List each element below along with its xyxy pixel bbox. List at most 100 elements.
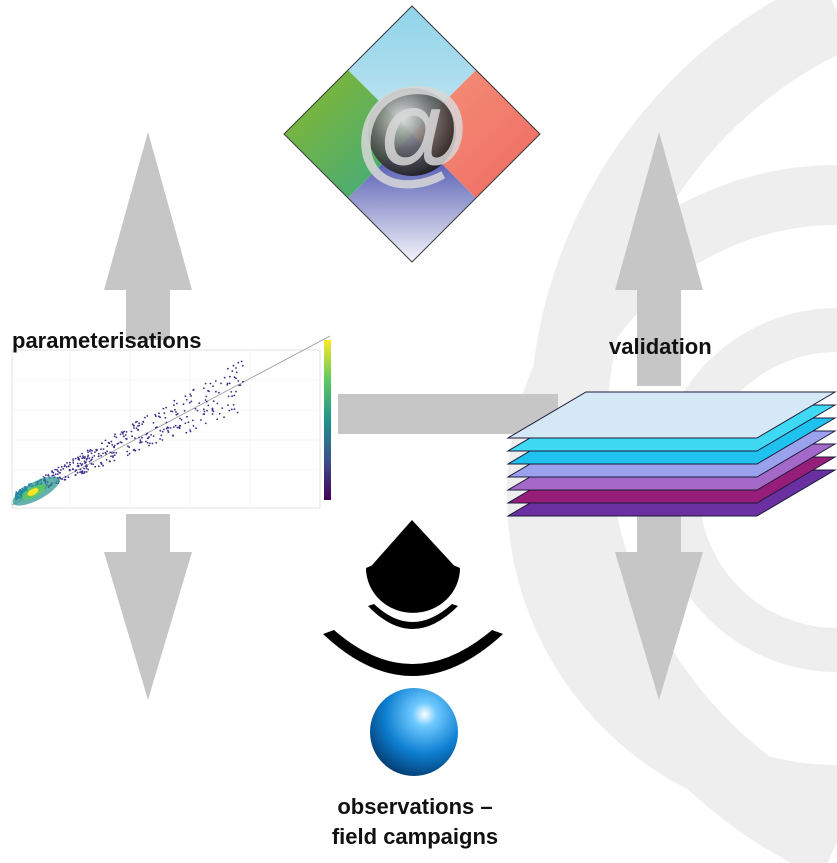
scatter-point — [216, 418, 219, 421]
logo-at-symbol: @ — [354, 64, 469, 196]
scatter-point — [230, 408, 233, 411]
scatter-point — [192, 389, 195, 391]
scatter-point — [203, 410, 206, 413]
scatter-point — [88, 457, 91, 460]
scatter-point — [141, 436, 143, 439]
observations-label: observations – field campaigns — [250, 792, 580, 852]
scatter-point — [92, 463, 94, 466]
scatter-point — [233, 408, 236, 411]
scatter-point — [185, 398, 188, 401]
scatter-point — [77, 465, 80, 468]
scatter-point — [72, 460, 75, 462]
scatter-point — [240, 360, 243, 363]
scatter-point — [82, 455, 84, 458]
scatter-point — [194, 407, 197, 410]
scatter-point — [83, 467, 85, 470]
scatter-point — [111, 452, 113, 454]
scatter-point — [189, 401, 191, 404]
scatter-point — [167, 431, 170, 433]
scatter-point — [204, 399, 207, 401]
scatter-point — [79, 462, 82, 465]
sonar-icon — [323, 520, 503, 676]
scatter-point — [110, 455, 112, 458]
scatter-point — [125, 431, 128, 433]
scatter-point — [115, 451, 118, 454]
scatter-point — [137, 429, 140, 431]
scatter-point — [226, 383, 229, 386]
scatter-point — [138, 448, 141, 451]
scatter-point — [167, 426, 170, 429]
scatter-point — [113, 444, 116, 447]
scatter-point — [60, 465, 63, 468]
right-double-arrow — [615, 132, 703, 700]
scatter-point — [106, 445, 109, 448]
parameterisations-label: parameterisations — [12, 328, 202, 353]
scatter-point — [165, 427, 168, 430]
observations-label-line1: observations – — [337, 794, 493, 819]
scatter-point — [87, 451, 89, 454]
scatter-point — [170, 410, 172, 413]
scatter-point — [134, 437, 136, 439]
scatter-point — [227, 395, 230, 398]
scatter-point — [202, 387, 205, 390]
scatter-point — [115, 436, 118, 439]
scatter-point — [67, 476, 70, 479]
scatter-point — [187, 421, 190, 424]
scatter-point — [232, 404, 235, 406]
logo-diamond-icon: @ — [283, 5, 541, 263]
scatter-point — [161, 439, 164, 441]
scatter-point — [74, 474, 77, 477]
scatter-point — [223, 376, 226, 379]
scatter-point — [148, 444, 150, 447]
scatter-point — [165, 421, 168, 424]
scatter-point — [86, 465, 88, 467]
scatter-point — [120, 431, 123, 433]
scatter-point — [144, 416, 146, 419]
scatter-point — [102, 464, 104, 467]
scatter-point — [128, 452, 131, 455]
scatter-point — [159, 438, 162, 440]
scatter-point — [183, 409, 186, 412]
scatter-point — [215, 390, 217, 393]
scatter-point — [87, 454, 90, 457]
scatter-point — [97, 455, 100, 457]
scatter-point — [204, 382, 207, 385]
scatter-point — [83, 471, 86, 473]
scatter-point — [102, 452, 104, 455]
scatter-point — [182, 403, 185, 406]
scatter-point — [176, 402, 178, 405]
scatter-point — [204, 422, 207, 425]
scatter-point — [52, 474, 55, 477]
scatter-point — [81, 470, 84, 473]
scatter-point — [111, 444, 114, 446]
scatter-point — [58, 476, 61, 479]
scatter-point — [122, 432, 124, 435]
scatter-point — [132, 449, 135, 451]
scatter-point — [198, 402, 201, 404]
scatter-point — [226, 382, 229, 385]
scatter-point — [141, 423, 144, 426]
scatter-point — [227, 367, 229, 370]
scatter-point — [81, 471, 84, 474]
scatter-point — [216, 402, 219, 405]
scatter-point — [100, 448, 102, 451]
scatter-point — [109, 451, 112, 454]
scatter-point — [69, 469, 71, 472]
scatter-point — [106, 450, 108, 453]
scatter-point — [175, 411, 177, 413]
scatter-point — [158, 415, 160, 418]
scatter-point — [85, 461, 87, 464]
scatter-point — [172, 435, 175, 437]
scatter-point — [231, 370, 234, 372]
scatter-point — [54, 468, 56, 471]
scatter-point — [161, 430, 164, 433]
scatter-point — [47, 475, 50, 477]
scatter-point — [184, 422, 187, 425]
scatter-point — [125, 438, 128, 440]
scatter-point — [77, 456, 79, 459]
scatter-point — [173, 404, 175, 407]
scatter-point — [126, 454, 129, 457]
scatter-point — [200, 419, 202, 421]
scatter-point — [128, 446, 131, 448]
scatter-point — [122, 435, 125, 438]
